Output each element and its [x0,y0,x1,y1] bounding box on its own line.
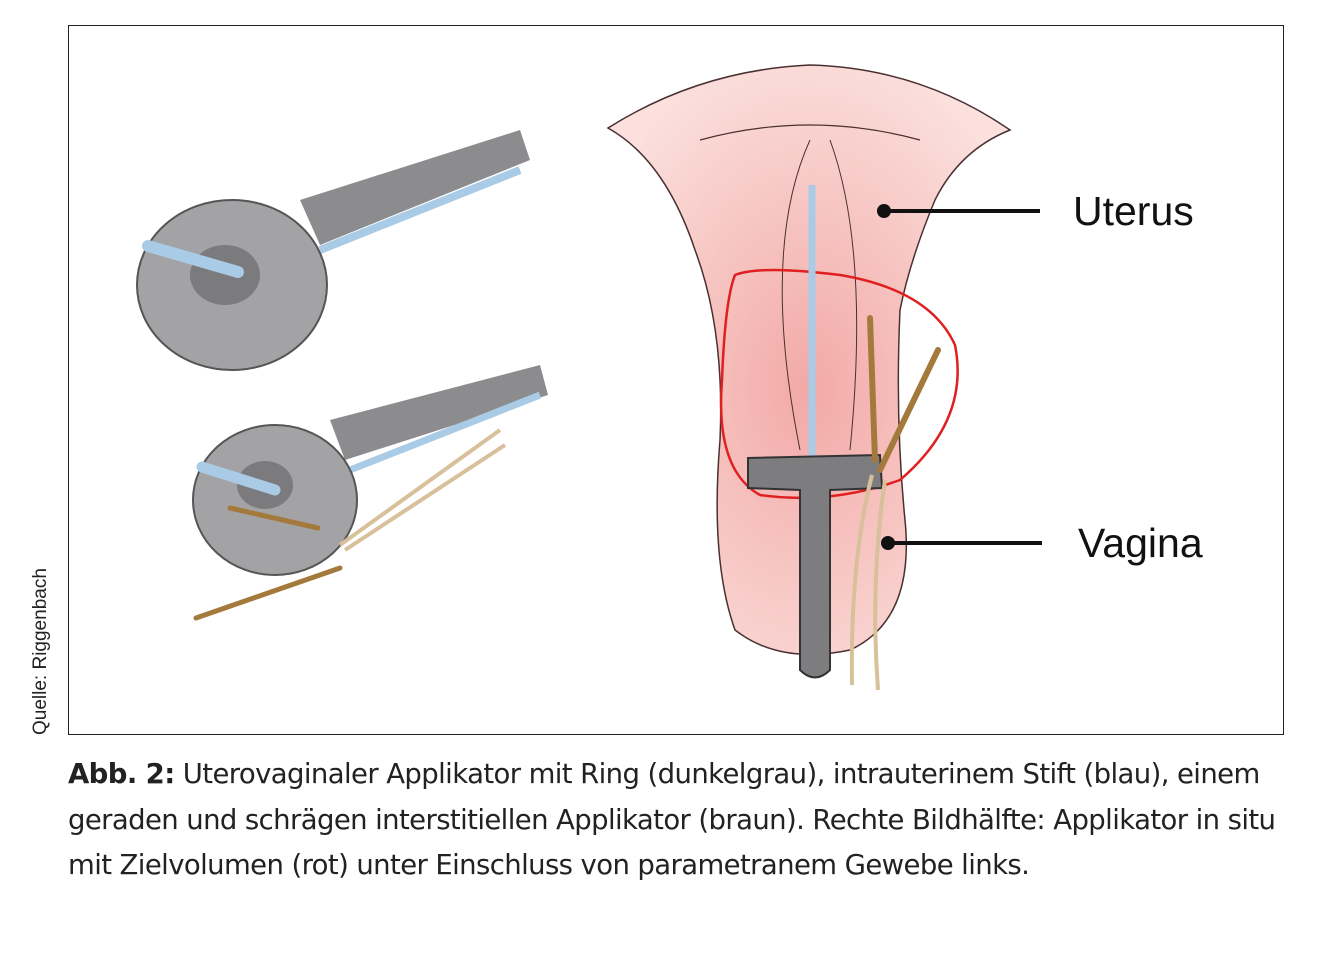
ring-applicator-bottom [192,365,548,621]
figure-frame [68,25,1284,735]
vagina-label: Vagina [1078,520,1203,566]
uterus-leader-line [877,204,1040,218]
applicator-illustration [136,64,1042,691]
uterus-vagina-anatomy [606,64,1012,691]
figure-caption: Abb. 2: Uterovaginaler Applikator mit Ri… [68,752,1298,889]
image-source-credit: Quelle: Riggenbach [30,568,51,735]
caption-label: Abb. 2: [68,758,175,790]
uterus-label: Uterus [1073,188,1194,234]
vagina-leader-line [881,536,1042,550]
ring-applicator-top [136,130,530,371]
caption-text: Uterovaginaler Applikator mit Ring (dunk… [68,758,1276,881]
